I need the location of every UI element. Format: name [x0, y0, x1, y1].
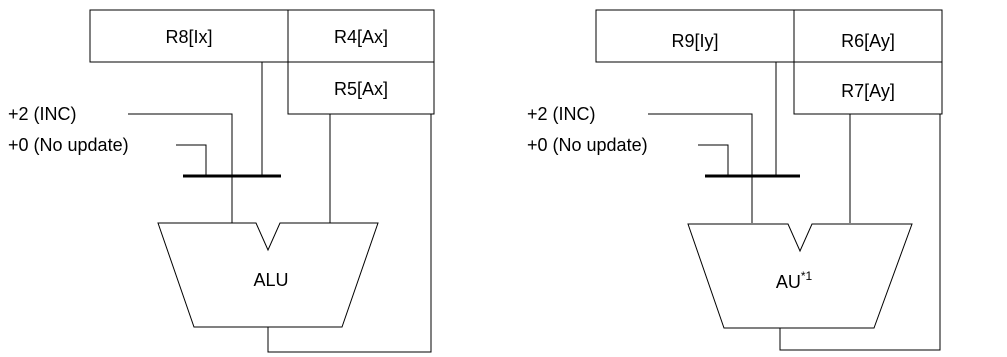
right-address-register-a-label: R6[Ay] [841, 31, 895, 51]
left-index-register-box [89, 9, 289, 63]
right-unit: R9[Iy] R6[Ay] R7[Ay] +2 (INC) +0 (No upd… [527, 9, 943, 351]
right-no-update-input-label: +0 (No update) [527, 135, 648, 155]
right-index-register-box [595, 9, 795, 63]
right-inc-input-label: +2 (INC) [527, 104, 596, 124]
right-unit-label-text: AU [776, 272, 801, 292]
right-inc-wire [648, 113, 753, 223]
left-unit-label-text: ALU [253, 270, 288, 290]
left-no-update-wire [176, 144, 207, 176]
left-index-register-label: R8[Ix] [165, 27, 212, 47]
right-address-register-b-box [793, 61, 943, 115]
left-address-register-a-label: R4[Ax] [334, 27, 388, 47]
left-address-register-b-box [287, 61, 435, 115]
left-address-register-a-box [287, 9, 435, 63]
left-address-register-b-label: R5[Ax] [334, 79, 388, 99]
right-index-register-label: R9[Iy] [671, 31, 718, 51]
left-inc-wire [128, 113, 233, 223]
left-inc-input-label: +2 (INC) [8, 104, 77, 124]
right-register-b-loop-wire [779, 114, 941, 351]
right-address-register-b-label: R7[Ay] [841, 81, 895, 101]
left-no-update-input-label: +0 (No update) [8, 135, 129, 155]
left-unit-label: ALU [253, 270, 288, 290]
right-unit-label: AU*1 [776, 269, 813, 292]
left-unit: R8[Ix] R4[Ax] R5[Ax] +2 (INC) +0 (No upd… [8, 9, 435, 353]
left-alu-shape [157, 222, 379, 328]
left-register-b-loop-wire [267, 114, 432, 353]
right-au-shape [687, 223, 913, 329]
right-unit-superscript: *1 [801, 269, 813, 283]
right-no-update-wire [698, 144, 729, 176]
right-address-register-a-box [793, 9, 943, 63]
